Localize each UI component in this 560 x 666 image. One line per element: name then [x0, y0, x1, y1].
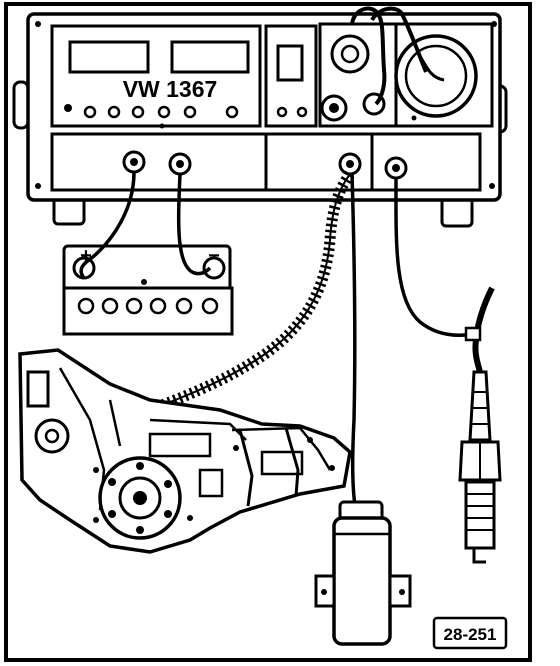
battery-cell-cap	[125, 297, 143, 315]
spark-plug-cable	[394, 177, 475, 338]
battery-plus-symbol: +	[80, 245, 92, 267]
flange-bolt	[108, 510, 116, 518]
screw	[411, 115, 417, 121]
figure-reference: 28-251	[432, 616, 508, 650]
coil-lead-cable	[350, 173, 358, 513]
meter-window	[276, 44, 304, 82]
coil-body	[332, 516, 392, 646]
flange-bolt	[136, 462, 144, 470]
panel-knob	[83, 105, 97, 119]
socket-core	[329, 103, 339, 113]
housing-block	[148, 432, 212, 458]
tester-unit: VW 1367	[12, 6, 508, 228]
battery-cell-cap	[149, 297, 167, 315]
figure-ref-box	[432, 616, 508, 650]
battery: + −	[62, 244, 234, 336]
top-cable	[370, 6, 428, 73]
panel-knob	[131, 105, 145, 119]
plug-insulator	[468, 370, 492, 442]
battery-positive-cable	[79, 171, 136, 280]
adjust-dial-center	[340, 44, 360, 64]
battery-minus-terminal	[202, 256, 226, 280]
housing-bolt	[93, 517, 99, 523]
housing-bolt	[187, 515, 193, 521]
flange-bolt	[164, 480, 172, 488]
panel-knob	[64, 104, 72, 112]
coil-mounting-bracket	[314, 574, 412, 608]
battery-cell-cap	[77, 297, 95, 315]
panel-knob	[107, 105, 121, 119]
sensor-mount-core	[44, 428, 60, 444]
panel-knob	[296, 106, 308, 118]
display-window-right	[170, 40, 250, 74]
flange-edge	[284, 427, 300, 497]
housing-rib	[108, 399, 122, 447]
top-cable	[350, 6, 387, 106]
panel-knob	[159, 123, 165, 129]
panel-knob	[157, 105, 171, 119]
jack-4-core	[392, 164, 400, 172]
bracket-hole	[399, 589, 405, 595]
ignition-coil	[314, 500, 412, 646]
jack-2-core	[176, 160, 184, 168]
figure-ref-code: 28-251	[444, 625, 497, 644]
battery-cell-cap	[201, 297, 219, 315]
housing-block	[260, 450, 304, 476]
display-window-left	[68, 40, 150, 74]
panel-knob	[225, 105, 239, 119]
flange-edge	[238, 429, 254, 507]
transmission	[18, 348, 352, 554]
jack-3-core	[346, 160, 354, 168]
battery-cell-cap	[175, 297, 193, 315]
drive-flange-center	[133, 491, 147, 505]
flange-bolt	[164, 510, 172, 518]
housing-bolt	[93, 467, 99, 473]
screw	[35, 183, 41, 189]
plug-electrode	[472, 548, 486, 564]
spark-plug	[458, 326, 502, 564]
outer-frame	[4, 2, 532, 662]
battery-negative-cable	[176, 173, 212, 276]
bracket-hole	[321, 589, 327, 595]
housing-bolt	[329, 465, 335, 471]
housing-block	[198, 468, 224, 498]
flange-bolt	[136, 526, 144, 534]
housing-bolt	[307, 437, 313, 443]
plug-thread	[464, 480, 496, 550]
tester-model-label: VW 1367	[123, 76, 218, 102]
housing-bolt	[233, 445, 239, 451]
left-handle	[12, 80, 30, 130]
panel-knob	[276, 106, 288, 118]
battery-cell-cap	[101, 297, 119, 315]
inspection-window	[26, 370, 50, 408]
jack-1-core	[130, 158, 138, 166]
screw	[35, 21, 41, 27]
plug-clamp	[464, 326, 482, 342]
flange-bolt	[108, 478, 116, 486]
screw	[489, 183, 495, 189]
battery-minus-symbol: −	[208, 245, 220, 267]
panel-knob	[183, 105, 197, 119]
battery-vent-cap	[141, 279, 147, 285]
